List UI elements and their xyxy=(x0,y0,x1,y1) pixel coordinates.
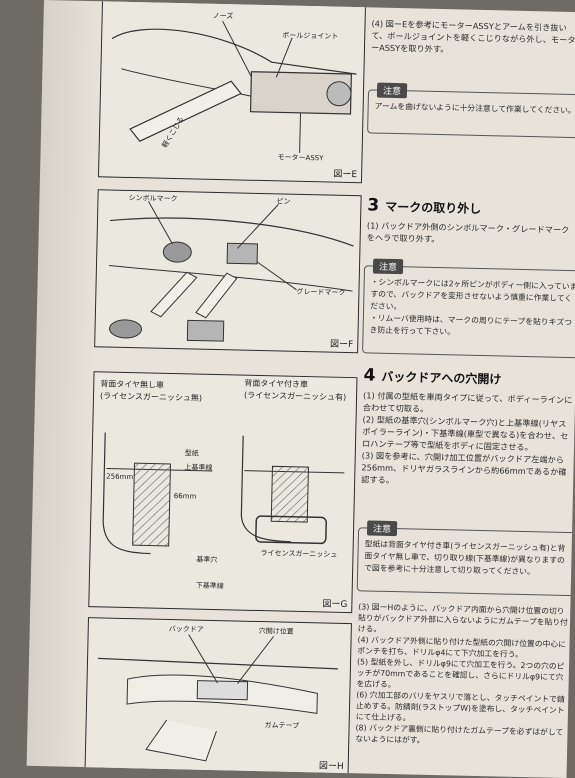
section-3-title: マークの取り外し xyxy=(385,199,482,216)
section-4-title: バックドアへの穴開け xyxy=(381,369,502,387)
section-4-number: 4 xyxy=(363,365,376,386)
figure-h-label-back-door: バックドア xyxy=(168,624,204,634)
steps-h-text: (3) 図ーHのように、バックドア内面から穴開け位置の切り貼りがバックドア外部に… xyxy=(355,602,569,745)
figure-h-id: 図ーH xyxy=(318,761,344,772)
figure-g-label-template: 型紙 xyxy=(184,449,199,458)
note-2-title: 注意 xyxy=(372,258,404,275)
figure-g: 背面タイヤ無し車 (ライセンスガーニッシュ無) 背面タイヤ付き車 (ライセンスガ… xyxy=(88,371,358,614)
figure-f-drawing xyxy=(108,201,354,342)
figure-e-id: 図ーE xyxy=(333,169,358,181)
figure-h-label-tape: ガムテープ xyxy=(264,721,300,730)
figure-g-label-licence: ライセンスガーニッシュ xyxy=(260,549,338,559)
note-2-bullet-1: ・シンボルマークには2ヶ所ピンがボディー側に入っていますので、バックドアを変形さ… xyxy=(370,277,575,312)
figure-f-id: 図ーF xyxy=(329,339,354,351)
figure-f-label-symbol: シンボルマーク xyxy=(128,193,178,204)
figure-f: シンボルマーク ピン グレードマーク 図ーF xyxy=(94,189,362,354)
note-3-body: 型紙は背面タイヤ付き車(ライセンスガーニッシュ有)と背面タイヤ無し車で、切り取り… xyxy=(364,539,566,577)
figure-f-label-pin: ピン xyxy=(276,197,291,206)
figure-e: ノーズ ボールジョイント 軽くこじる モーターASSY 図ーE xyxy=(97,0,367,184)
figure-g-label-lower-line: 下基準線 xyxy=(195,581,224,591)
instruction-sheet: ノーズ ボールジョイント 軽くこじる モーターASSY 図ーE シンボルマーク … xyxy=(26,0,575,778)
note-1-title: 注意 xyxy=(376,82,408,99)
note-2-bullet-2: ・リムーバ使用時は、マークの周りにテープを貼りキズつき防止を行って下さい。 xyxy=(369,313,573,337)
figure-h-label-drill-pos: 穴開け位置 xyxy=(258,627,294,636)
figure-f-label-grade: グレードマーク xyxy=(296,287,346,297)
note-2: 注意 ・シンボルマークには2ヶ所ピンがボディー側に入っていますので、バックドアを… xyxy=(362,258,575,359)
section-4-steps: (1) 付属の型紙を車両タイプに従って、ボディーラインに合わせて切取る。 (2)… xyxy=(361,390,573,486)
figure-e-label-ball-joint: ボールジョイント xyxy=(282,31,339,41)
figure-h: バックドア 穴開け位置 ガムテープ 図ーH xyxy=(84,617,352,776)
note-1: 注意 アームを曲げないように十分注意して作業してください。 xyxy=(367,82,575,139)
figure-g-label-upper-line: 上基準線 xyxy=(184,463,213,472)
figure-g-label-256-left: 256mm xyxy=(106,472,134,482)
figure-g-drawing xyxy=(102,432,345,555)
section-3-number: 3 xyxy=(367,195,380,216)
section-3-heading: 3 マークの取り外し xyxy=(367,195,481,218)
figure-e-label-nose: ノーズ xyxy=(212,11,234,21)
section-3-step: (1) バックドア外側のシンボルマーク・グレードマークをヘラで取り外す。 xyxy=(366,220,570,245)
figure-h-drawing xyxy=(98,634,338,762)
figure-g-label-ref-hole: 基準穴 xyxy=(196,555,218,565)
section-4-heading: 4 バックドアへの穴開け xyxy=(363,365,501,388)
step-e-text: (4) 図ーEを参考にモーターASSYとアームを引き抜いて、ボールジョイントを軽… xyxy=(370,18,575,55)
note-3: 注意 型紙は背面タイヤ付き車(ライセンスガーニッシュ有)と背面タイヤ無し車で、切… xyxy=(356,520,575,597)
figure-e-drawing xyxy=(111,20,357,153)
figure-g-id: 図ーG xyxy=(322,599,348,611)
note-3-title: 注意 xyxy=(366,520,398,537)
figure-e-label-motor: モーターASSY xyxy=(277,153,324,163)
figure-g-label-66-left: 66mm xyxy=(173,492,197,501)
